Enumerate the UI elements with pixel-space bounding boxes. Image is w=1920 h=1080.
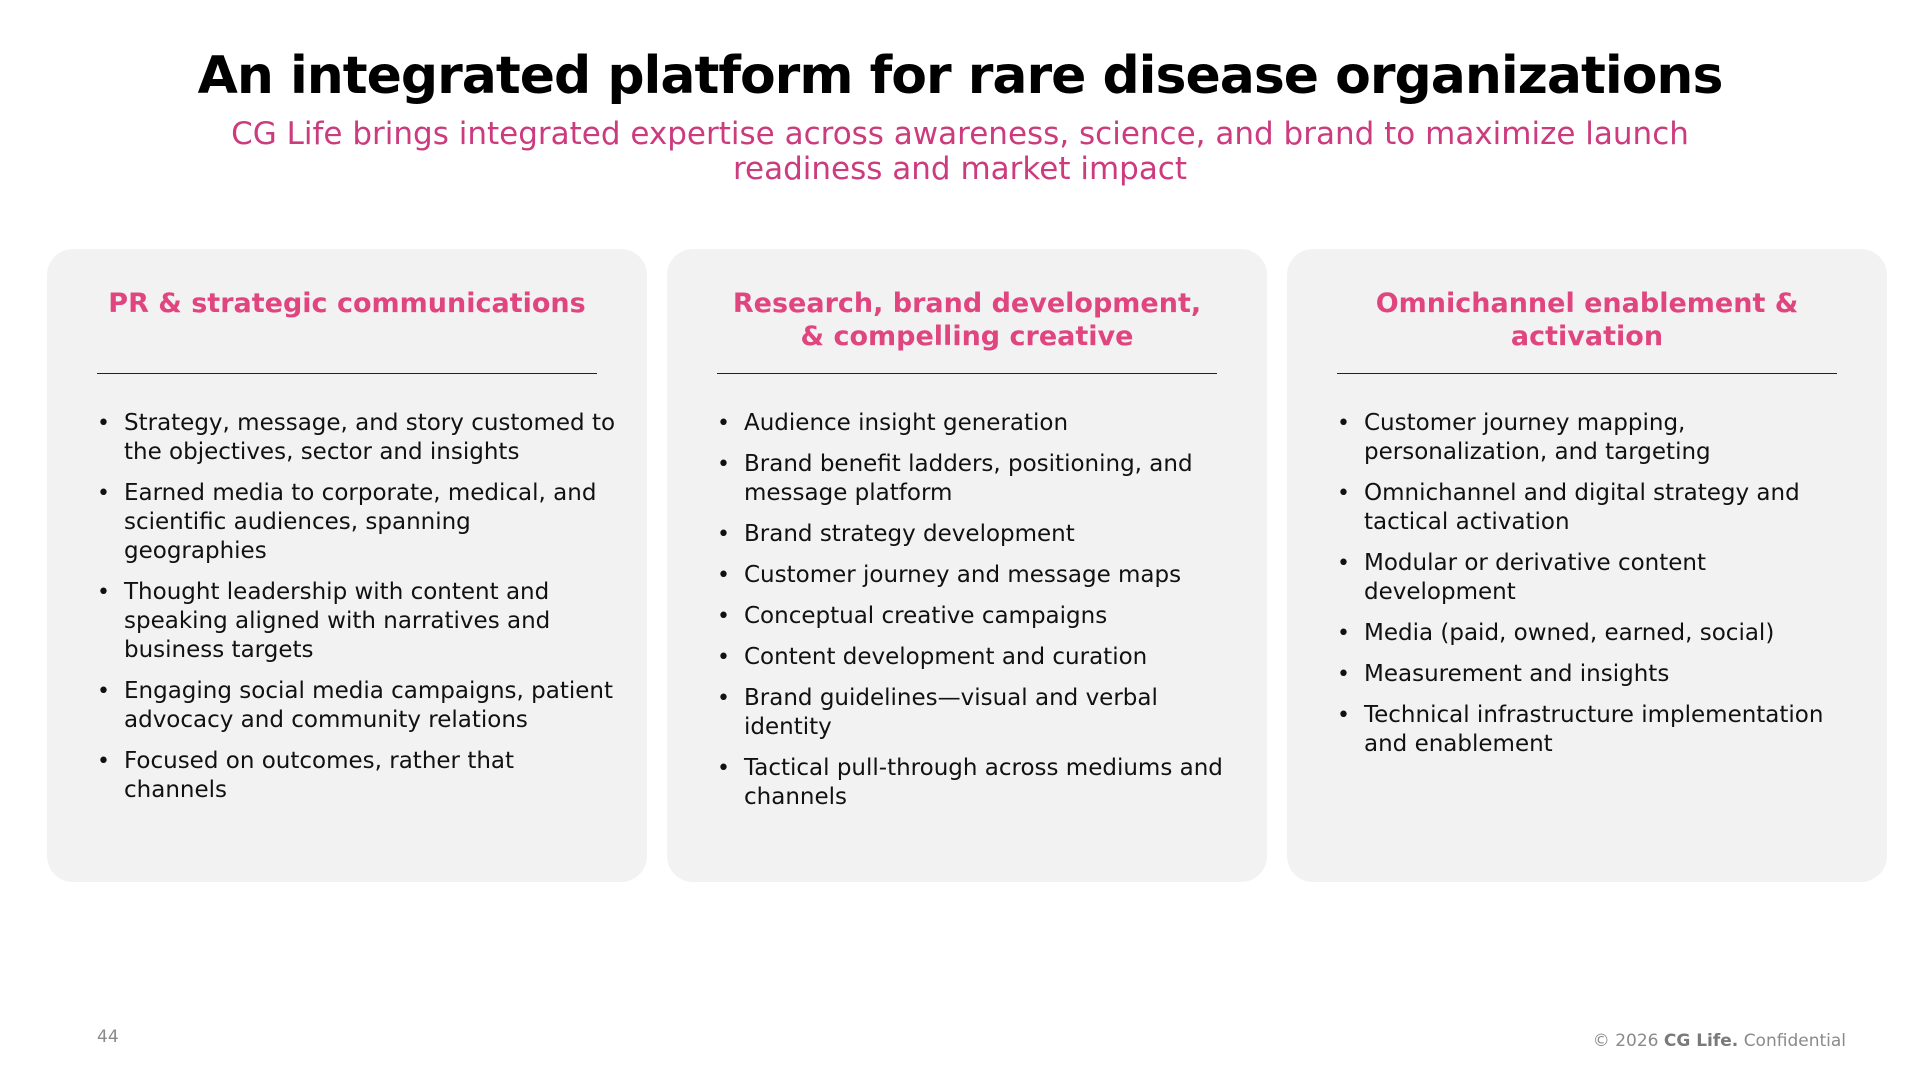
card-divider xyxy=(97,373,597,374)
bullet-item: Customer journey mapping, personalizatio… xyxy=(1337,409,1857,467)
bullet-item: Strategy, message, and story customed to… xyxy=(97,409,617,467)
bullet-item: Content development and curation xyxy=(717,643,1237,672)
card-heading: Omnichannel enablement & activation xyxy=(1375,288,1799,352)
bullet-item: Audience insight generation xyxy=(717,409,1237,438)
footer-brand-name: CG Life. xyxy=(1663,1031,1739,1051)
card-pr-communications: PR & strategic communications Strategy, … xyxy=(47,249,647,882)
bullet-item: Modular or derivative content developmen… xyxy=(1337,549,1857,607)
card-bullet-list: Audience insight generation Brand benefi… xyxy=(717,409,1237,824)
card-bullet-list: Strategy, message, and story customed to… xyxy=(97,409,617,817)
bullet-item: Brand strategy development xyxy=(717,520,1237,549)
slide-title: An integrated platform for rare disease … xyxy=(197,46,1724,106)
bullet-item: Conceptual creative campaigns xyxy=(717,602,1237,631)
copyright-year: © 2026 xyxy=(1592,1031,1659,1051)
card-heading: PR & strategic communications xyxy=(108,288,586,319)
bullet-item: Thought leadership with content and spea… xyxy=(97,578,617,665)
footer-copyright: © 2026 CG Life. Confidential xyxy=(1593,1031,1846,1051)
bullet-item: Engaging social media campaigns, patient… xyxy=(97,677,617,735)
bullet-item: Technical infrastructure implementation … xyxy=(1337,701,1857,759)
bullet-item: Measurement and insights xyxy=(1337,660,1857,689)
bullet-item: Omnichannel and digital strategy and tac… xyxy=(1337,479,1857,537)
bullet-item: Brand guidelines—visual and verbal ident… xyxy=(717,684,1237,742)
card-bullet-list: Customer journey mapping, personalizatio… xyxy=(1337,409,1857,771)
card-divider xyxy=(717,373,1217,374)
bullet-item: Brand benefit ladders, positioning, and … xyxy=(717,450,1237,508)
confidential-label: Confidential xyxy=(1743,1031,1846,1051)
page-number: 44 xyxy=(97,1027,119,1047)
bullet-item: Tactical pull-through across mediums and… xyxy=(717,754,1237,812)
bullet-item: Focused on outcomes, rather that channel… xyxy=(97,747,617,805)
slide-subtitle: CG Life brings integrated expertise acro… xyxy=(231,116,1689,187)
bullet-item: Media (paid, owned, earned, social) xyxy=(1337,619,1857,648)
bullet-item: Customer journey and message maps xyxy=(717,561,1237,590)
card-research-brand-creative: Research, brand development, & compellin… xyxy=(667,249,1267,882)
card-heading: Research, brand development, & compellin… xyxy=(732,288,1202,352)
card-omnichannel-activation: Omnichannel enablement & activation Cust… xyxy=(1287,249,1887,882)
bullet-item: Earned media to corporate, medical, and … xyxy=(97,479,617,566)
card-divider xyxy=(1337,373,1837,374)
